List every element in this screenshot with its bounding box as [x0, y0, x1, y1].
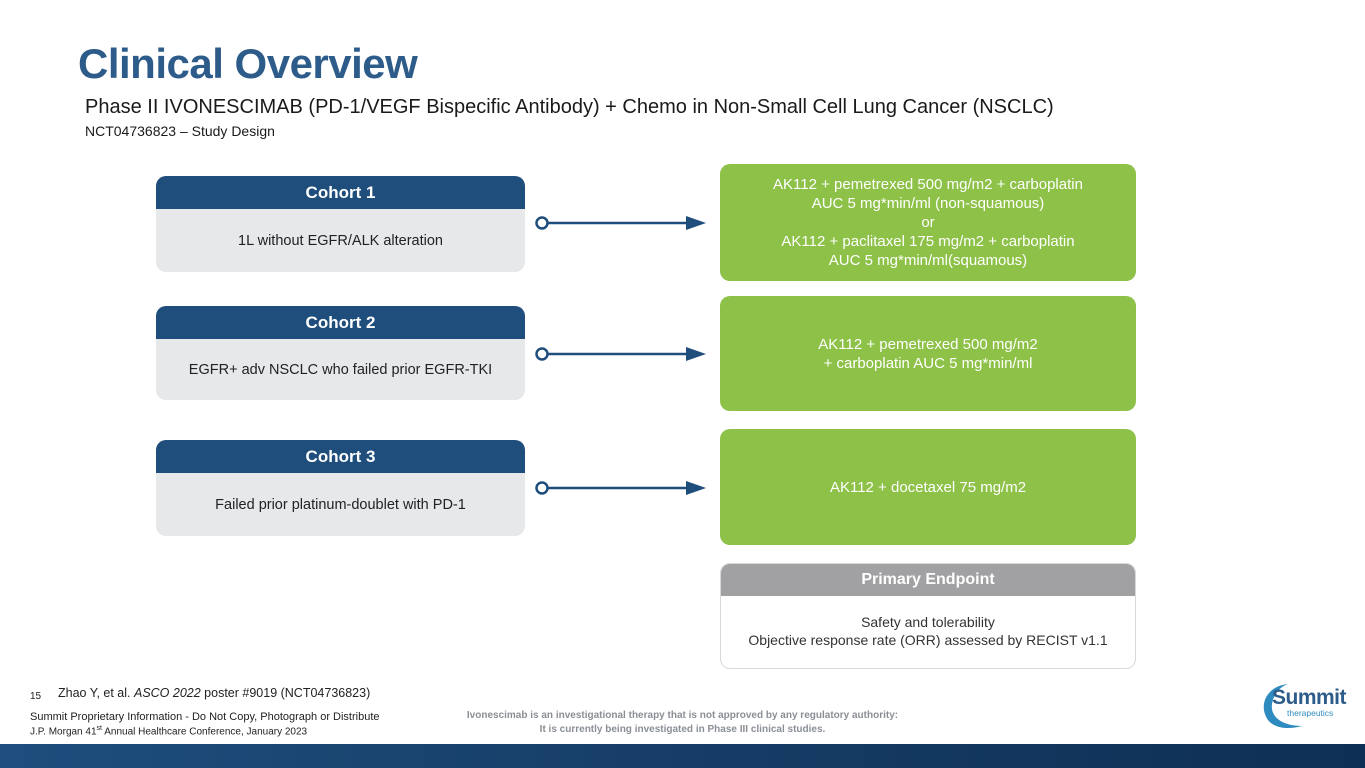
cohort-3-description: Failed prior platinum-doublet with PD-1 [215, 496, 466, 513]
treatment-2-line-2: + carboplatin AUC 5 mg*min/ml [823, 354, 1033, 372]
cohort-1-header: Cohort 1 [156, 176, 525, 209]
reference-journal: ASCO 2022 [133, 686, 201, 700]
treatment-cohort-3: AK112 + docetaxel 75 mg/m2 [720, 429, 1136, 545]
arrow-cohort-1 [535, 216, 706, 230]
proprietary-notice: Summit Proprietary Information - Do Not … [30, 711, 380, 723]
reference-prefix: Zhao Y, et al. [58, 686, 134, 700]
endpoint-line-2: Objective response rate (ORR) assessed b… [748, 632, 1108, 648]
cohort-2-header: Cohort 2 [156, 306, 525, 339]
treatment-3-line-1: AK112 + docetaxel 75 mg/m2 [829, 478, 1027, 496]
logo-name: Summit [1272, 686, 1347, 709]
treatment-1-line-3: or [921, 214, 935, 231]
treatment-1-line-5: AUC 5 mg*min/ml(squamous) [828, 252, 1028, 269]
conference-prefix: J.P. Morgan 41 [30, 726, 97, 738]
treatment-1-line-2: AUC 5 mg*min/ml (non-squamous) [811, 195, 1045, 212]
logo-subtext: therapeutics [1287, 708, 1334, 718]
cohort-2-box: Cohort 2 EGFR+ adv NSCLC who failed prio… [156, 306, 525, 400]
primary-endpoint-body: Safety and tolerability Objective respon… [721, 596, 1135, 649]
conference-sup: st [96, 725, 102, 732]
primary-endpoint-header: Primary Endpoint [721, 564, 1135, 596]
cohort-1-description: 1L without EGFR/ALK alteration [238, 232, 443, 249]
arrow-cohort-2 [535, 347, 706, 361]
disclaimer-line-2: It is currently being investigated in Ph… [539, 724, 826, 735]
arrow-cohort-3 [535, 481, 706, 495]
treatment-1-line-1: AK112 + pemetrexed 500 mg/m2 + carboplat… [773, 176, 1083, 193]
page-subtitle: Phase II IVONESCIMAB (PD-1/VEGF Bispecif… [85, 96, 1054, 118]
primary-endpoint-box: Primary Endpoint Safety and tolerability… [720, 563, 1136, 669]
page-number: 15 [30, 691, 42, 702]
bottom-bar [0, 744, 1365, 768]
summit-logo-icon [1263, 684, 1302, 728]
endpoint-line-1: Safety and tolerability [861, 614, 995, 630]
cohort-1-box: Cohort 1 1L without EGFR/ALK alteration [156, 176, 525, 272]
treatment-cohort-1: AK112 + pemetrexed 500 mg/m2 + carboplat… [720, 164, 1136, 281]
reference: Zhao Y, et al. ASCO 2022 poster #9019 (N… [58, 686, 370, 700]
conference-line: J.P. Morgan 41st Annual Healthcare Confe… [30, 725, 307, 737]
cohort-2-description: EGFR+ adv NSCLC who failed prior EGFR-TK… [188, 361, 493, 378]
conference-suffix: Annual Healthcare Conference, January 20… [101, 726, 308, 738]
treatment-2-line-1: AK112 + pemetrexed 500 mg/m2 [818, 335, 1038, 353]
page-title: Clinical Overview [78, 40, 418, 87]
cohort-3-box: Cohort 3 Failed prior platinum-doublet w… [156, 440, 525, 536]
study-id: NCT04736823 – Study Design [85, 123, 275, 139]
disclaimer: Ivonescimab is an investigational therap… [420, 709, 945, 737]
disclaimer-line-1: Ivonescimab is an investigational therap… [466, 710, 899, 721]
treatment-cohort-2: AK112 + pemetrexed 500 mg/m2 + carboplat… [720, 296, 1136, 411]
treatment-1-line-4: AK112 + paclitaxel 175 mg/m2 + carboplat… [781, 233, 1075, 250]
cohort-3-header: Cohort 3 [156, 440, 525, 473]
reference-suffix: poster #9019 (NCT04736823) [200, 686, 371, 700]
